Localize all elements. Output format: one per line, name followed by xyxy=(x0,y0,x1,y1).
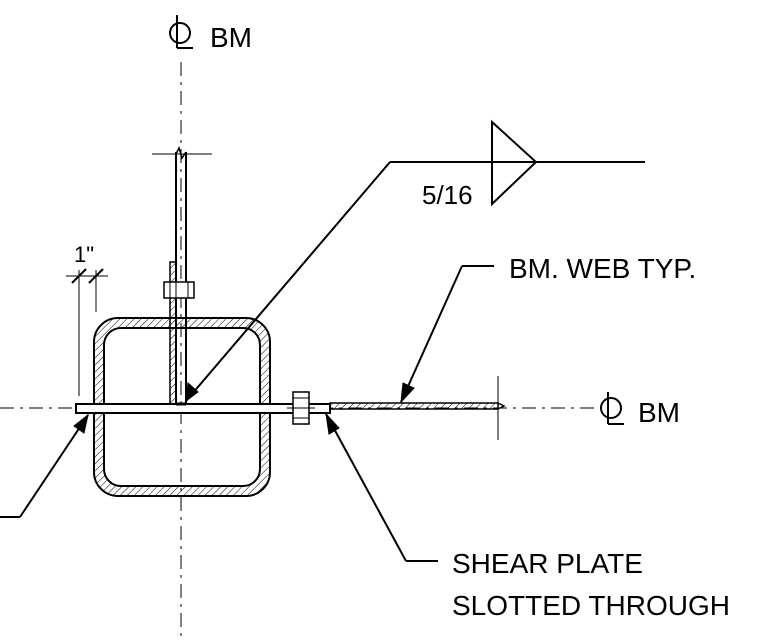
shear-plate-note-line1: SHEAR PLATE xyxy=(452,548,643,579)
dimension-label: 1" xyxy=(74,242,94,267)
horizontal-beam-web xyxy=(329,376,506,440)
beam-web-leader xyxy=(400,265,494,404)
centerline-symbol-top xyxy=(169,15,193,49)
dimension-1in xyxy=(66,268,108,396)
hss-column-section xyxy=(93,317,271,497)
shear-plate-leader xyxy=(325,412,438,562)
centerline-label-right: BM xyxy=(638,397,680,428)
centerline-label-top: BM xyxy=(210,22,252,53)
vertical-beam-web xyxy=(152,145,212,408)
beam-web-note: BM. WEB TYP. xyxy=(509,253,696,284)
weld-size-label: 5/16 xyxy=(422,180,473,210)
centerline-symbol-right xyxy=(600,392,624,425)
shear-plate-note-line2: SLOTTED THROUGH xyxy=(452,590,730,621)
bolt-vertical xyxy=(163,276,195,304)
weld-symbol xyxy=(185,119,645,403)
left-leader xyxy=(0,413,89,518)
bolt-horizontal xyxy=(287,391,315,425)
